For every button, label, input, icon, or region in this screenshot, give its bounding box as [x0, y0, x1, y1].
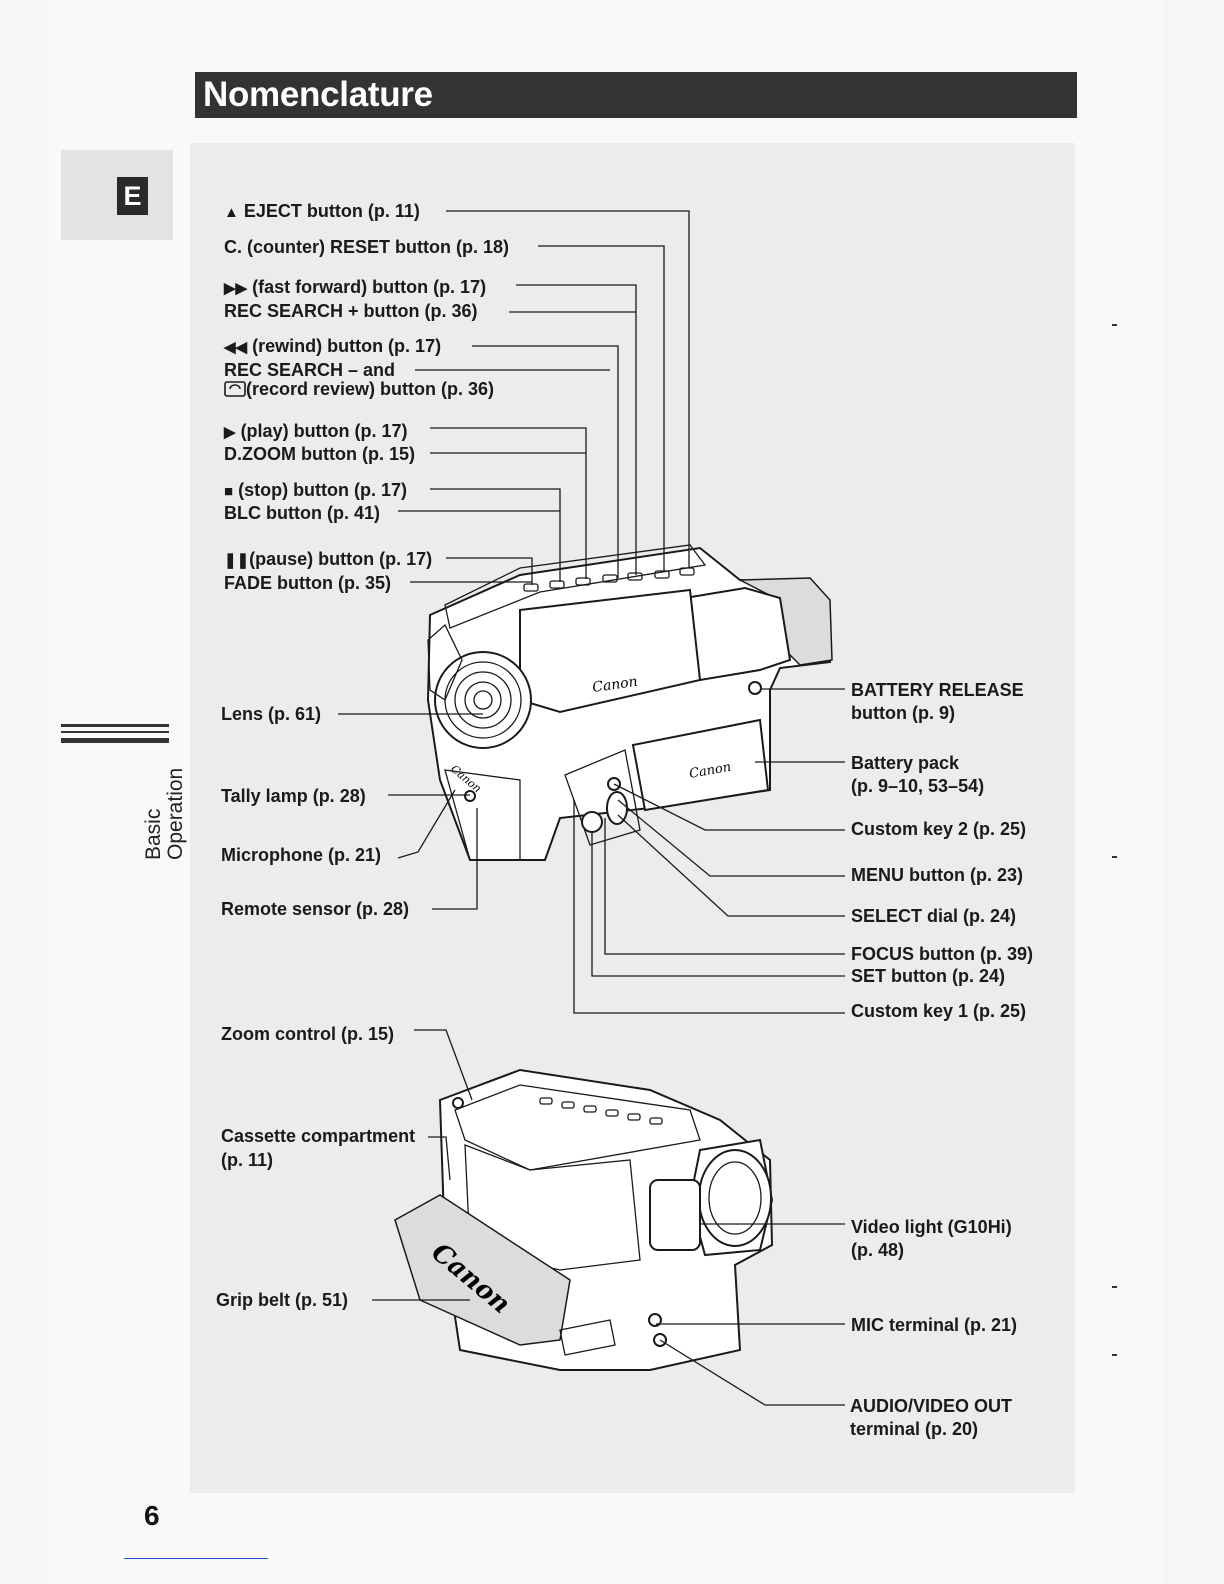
label-record-review-button: (record review) button (p. 36) — [224, 378, 494, 400]
label-blc-button: BLC button (p. 41) — [224, 503, 380, 523]
brand-mark-top-body: Canon — [591, 674, 638, 696]
label-grip-belt: Grip belt (p. 51) — [216, 1290, 349, 1310]
label-audio-video-out: AUDIO/VIDEO OUT — [850, 1396, 1013, 1416]
label-set-button: SET button (p. 24) — [851, 966, 1005, 986]
lower-control-buttons — [539, 1097, 663, 1125]
edge-mark — [1112, 856, 1117, 858]
stop-icon: ■ — [224, 483, 234, 500]
label-fade-button: FADE button (p. 35) — [224, 573, 391, 593]
eject-icon: ▲ — [224, 204, 239, 221]
label-remote-sensor: Remote sensor (p. 28) — [221, 899, 410, 919]
label-rewind-text: (rewind) button (p. 17) — [252, 336, 442, 356]
label-focus-button: FOCUS button (p. 39) — [851, 944, 1033, 964]
label-microphone: Microphone (p. 21) — [221, 845, 382, 865]
label-eject-button: ▲ EJECT button (p. 11) — [224, 200, 420, 224]
title-bar — [195, 72, 1077, 118]
lower-camcorder-drawing: Canon — [394, 1068, 774, 1371]
label-stop-text: (stop) button (p. 17) — [238, 480, 408, 500]
label-play-text: (play) button (p. 17) — [240, 421, 408, 441]
label-video-light: Video light (G10Hi) — [851, 1217, 1012, 1237]
language-tab-letter: E — [117, 177, 148, 215]
label-menu-button: MENU button (p. 23) — [851, 865, 1023, 885]
label-record-review-text: (record review) button (p. 36) — [246, 379, 495, 399]
edge-mark — [1112, 1354, 1117, 1356]
rewind-icon: ◀◀ — [224, 339, 248, 356]
page-title: Nomenclature — [203, 75, 433, 114]
label-battery-release: BATTERY RELEASE — [851, 680, 1024, 700]
brand-mark-battery: Canon — [688, 760, 732, 782]
top-control-buttons — [523, 567, 695, 592]
label-select-dial: SELECT dial (p. 24) — [851, 906, 1017, 926]
label-pause-text: (pause) button (p. 17) — [249, 549, 433, 569]
play-icon: ▶ — [224, 424, 236, 441]
edge-mark — [1112, 324, 1117, 326]
section-rule-middle — [61, 731, 169, 733]
label-rec-search-minus: REC SEARCH – and — [224, 360, 396, 380]
fast-forward-icon: ▶▶ — [224, 280, 248, 297]
label-audio-video-out-terminal: terminal (p. 20) — [850, 1419, 979, 1439]
label-play-button: ▶ (play) button (p. 17) — [224, 420, 408, 444]
label-cassette-compartment: Cassette compartment — [221, 1126, 416, 1146]
label-lens: Lens (p. 61) — [221, 704, 322, 724]
label-mic-terminal: MIC terminal (p. 21) — [851, 1315, 1018, 1335]
leader-lines — [338, 210, 845, 1406]
upper-camcorder-drawing: Canon Canon Canon — [426, 544, 833, 861]
footer-rule — [124, 1558, 268, 1559]
label-battery-pack-pages: (p. 9–10, 53–54) — [851, 776, 985, 796]
edge-mark — [1112, 1286, 1117, 1288]
label-eject-text: EJECT button (p. 11) — [243, 201, 420, 221]
record-review-icon — [224, 381, 246, 397]
label-fast-forward-text: (fast forward) button (p. 17) — [252, 277, 487, 297]
label-zoom-control: Zoom control (p. 15) — [221, 1024, 394, 1044]
section-rule-bottom — [61, 738, 169, 743]
label-fast-forward-button: ▶▶ (fast forward) button (p. 17) — [224, 276, 486, 300]
section-rule-top — [61, 724, 169, 727]
label-battery-release-page: button (p. 9) — [851, 703, 955, 723]
pause-icon: ❚❚ — [224, 552, 250, 569]
label-pause-button: ❚❚(pause) button (p. 17) — [224, 548, 432, 572]
label-battery-pack: Battery pack — [851, 753, 960, 773]
label-video-light-page: (p. 48) — [851, 1240, 905, 1260]
label-custom-key-1: Custom key 1 (p. 25) — [851, 1001, 1027, 1021]
label-dzoom-button: D.ZOOM button (p. 15) — [224, 444, 415, 464]
label-stop-button: ■ (stop) button (p. 17) — [224, 479, 407, 503]
label-cassette-compartment-page: (p. 11) — [221, 1150, 274, 1170]
label-tally-lamp: Tally lamp (p. 28) — [221, 786, 366, 806]
label-rewind-button: ◀◀ (rewind) button (p. 17) — [224, 335, 441, 359]
page-number: 6 — [144, 1500, 160, 1531]
label-custom-key-2: Custom key 2 (p. 25) — [851, 819, 1027, 839]
label-rec-search-plus-button: REC SEARCH + button (p. 36) — [224, 301, 478, 321]
label-counter-reset-button: C. (counter) RESET button (p. 18) — [224, 237, 509, 257]
